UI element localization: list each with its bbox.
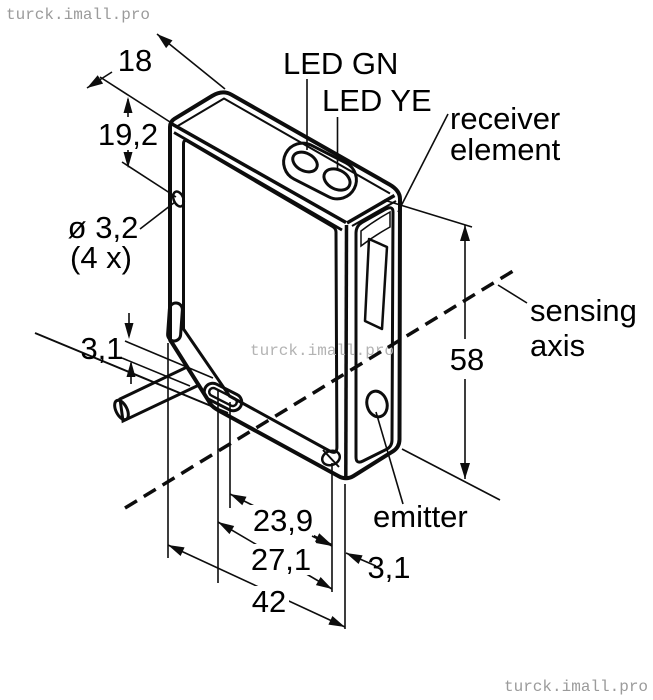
- receiver-leader: [397, 113, 449, 213]
- arrowhead-left: [87, 75, 104, 88]
- hole-count-label: (4 x): [70, 240, 132, 275]
- arrowhead-up: [123, 97, 133, 113]
- sensor-body: turck.imall.pro: [166, 90, 402, 481]
- dim-slot-to-front-label: 27,1: [251, 542, 311, 577]
- callout-emitter: emitter: [373, 411, 468, 534]
- arrowhead-down: [460, 463, 470, 479]
- extension-line-a: [99, 76, 171, 123]
- label-mask: [250, 505, 314, 536]
- watermark-bottom-right: turck.imall.pro: [504, 678, 648, 696]
- screw-hole-bottom: [320, 449, 342, 467]
- led-yellow-lens: [322, 167, 352, 192]
- edge-front-right-fold: [344, 224, 349, 478]
- arrowhead-left: [218, 522, 235, 535]
- arrowhead-up: [126, 361, 136, 377]
- dim-slot-to-front-27-1: 27,1: [217, 521, 333, 590]
- dim-cable-offset-3-1: 3,1: [80, 313, 214, 387]
- dim-hole-offset-19-2: 19,2: [98, 97, 158, 168]
- hole-extension-line: [121, 161, 177, 198]
- dim-height-58: 58: [383, 199, 501, 501]
- extension-line-bottom: [401, 448, 501, 501]
- arrowhead-down: [123, 152, 133, 168]
- cable-end-cap: [113, 398, 130, 422]
- cable: [113, 365, 202, 424]
- led-green-lens: [291, 150, 319, 174]
- label-mask: [248, 544, 312, 575]
- led-recess: [282, 141, 358, 201]
- right-face-top-rim: [351, 200, 397, 227]
- dim-total-depth-label: 42: [252, 584, 286, 619]
- mounting-slot-chamfer-outer: [202, 381, 244, 413]
- sensing-face-panel: [354, 206, 395, 464]
- arrowhead-up: [460, 225, 470, 241]
- sensing-axis: sensing axis: [124, 266, 637, 510]
- top-face-rim: [175, 97, 391, 195]
- screw-hole-slot: [322, 449, 340, 468]
- mounting-hole-top: [171, 190, 186, 208]
- dim-total-depth-42: 42: [167, 544, 346, 628]
- sensing-axis-label-line1: sensing: [530, 293, 637, 328]
- emitter-lens: [365, 389, 389, 419]
- arrowhead-left: [230, 494, 247, 506]
- extension-line-lower: [121, 357, 191, 387]
- label-mask: [446, 339, 488, 379]
- callout-receiver: receiver element: [397, 101, 561, 213]
- bottom-extension-lines: [167, 343, 346, 629]
- dim-cable-offset-label: 3,1: [80, 331, 123, 366]
- arrowhead-right: [157, 34, 173, 49]
- arrowhead-right: [328, 616, 345, 627]
- watermark-top-left: turck.imall.pro: [6, 6, 150, 24]
- sensing-axis-label-line2: axis: [530, 328, 585, 363]
- dim-top-width-label: 18: [118, 43, 152, 78]
- dim-slot-to-hole-label: 23,9: [253, 503, 313, 538]
- receiver-label-line2: element: [450, 132, 561, 167]
- arrowhead-right-pointing: [315, 534, 332, 546]
- callout-leds: LED GN LED YE: [283, 46, 432, 170]
- edge-top-front-fold: [171, 122, 347, 225]
- dim-hole-to-front-3-1: 3,1: [311, 534, 411, 585]
- sensing-axis-leader: [497, 284, 528, 304]
- dim-height-label: 58: [450, 342, 484, 377]
- led-yellow-label: LED YE: [322, 83, 432, 118]
- dim-top-width-18: 18: [86, 33, 226, 123]
- front-face-inner-outline: [182, 139, 339, 454]
- mounting-slot-chamfer-inner: [207, 386, 239, 408]
- sensing-axis-dashed-line: [124, 266, 519, 510]
- dim-hole-to-front-label: 3,1: [367, 550, 410, 585]
- arrowhead-left: [168, 545, 185, 556]
- watermark-on-body: turck.imall.pro: [250, 342, 394, 360]
- arrowhead-right: [315, 577, 332, 589]
- dim-slot-to-hole-23-9: 23,9: [229, 493, 332, 546]
- label-mask: [250, 586, 289, 617]
- callout-hole-diameter: ø 3,2 (4 x): [68, 161, 177, 275]
- hole-leader-line: [139, 201, 176, 230]
- housing-silhouette: [168, 90, 402, 481]
- receiver-window: [363, 237, 389, 331]
- emitter-leader: [375, 411, 404, 505]
- hole-diameter-label: ø 3,2: [68, 210, 139, 245]
- extension-line-upper: [124, 340, 214, 379]
- led-green-label: LED GN: [283, 46, 398, 81]
- receiver-label-line1: receiver: [450, 101, 560, 136]
- extension-line-top: [383, 199, 473, 228]
- mounting-slot-left: [166, 301, 184, 343]
- arrowhead-left-pointing: [346, 553, 363, 564]
- emitter-label: emitter: [373, 499, 468, 534]
- dim-hole-offset-label: 19,2: [98, 117, 158, 152]
- arrowhead-down: [124, 323, 134, 339]
